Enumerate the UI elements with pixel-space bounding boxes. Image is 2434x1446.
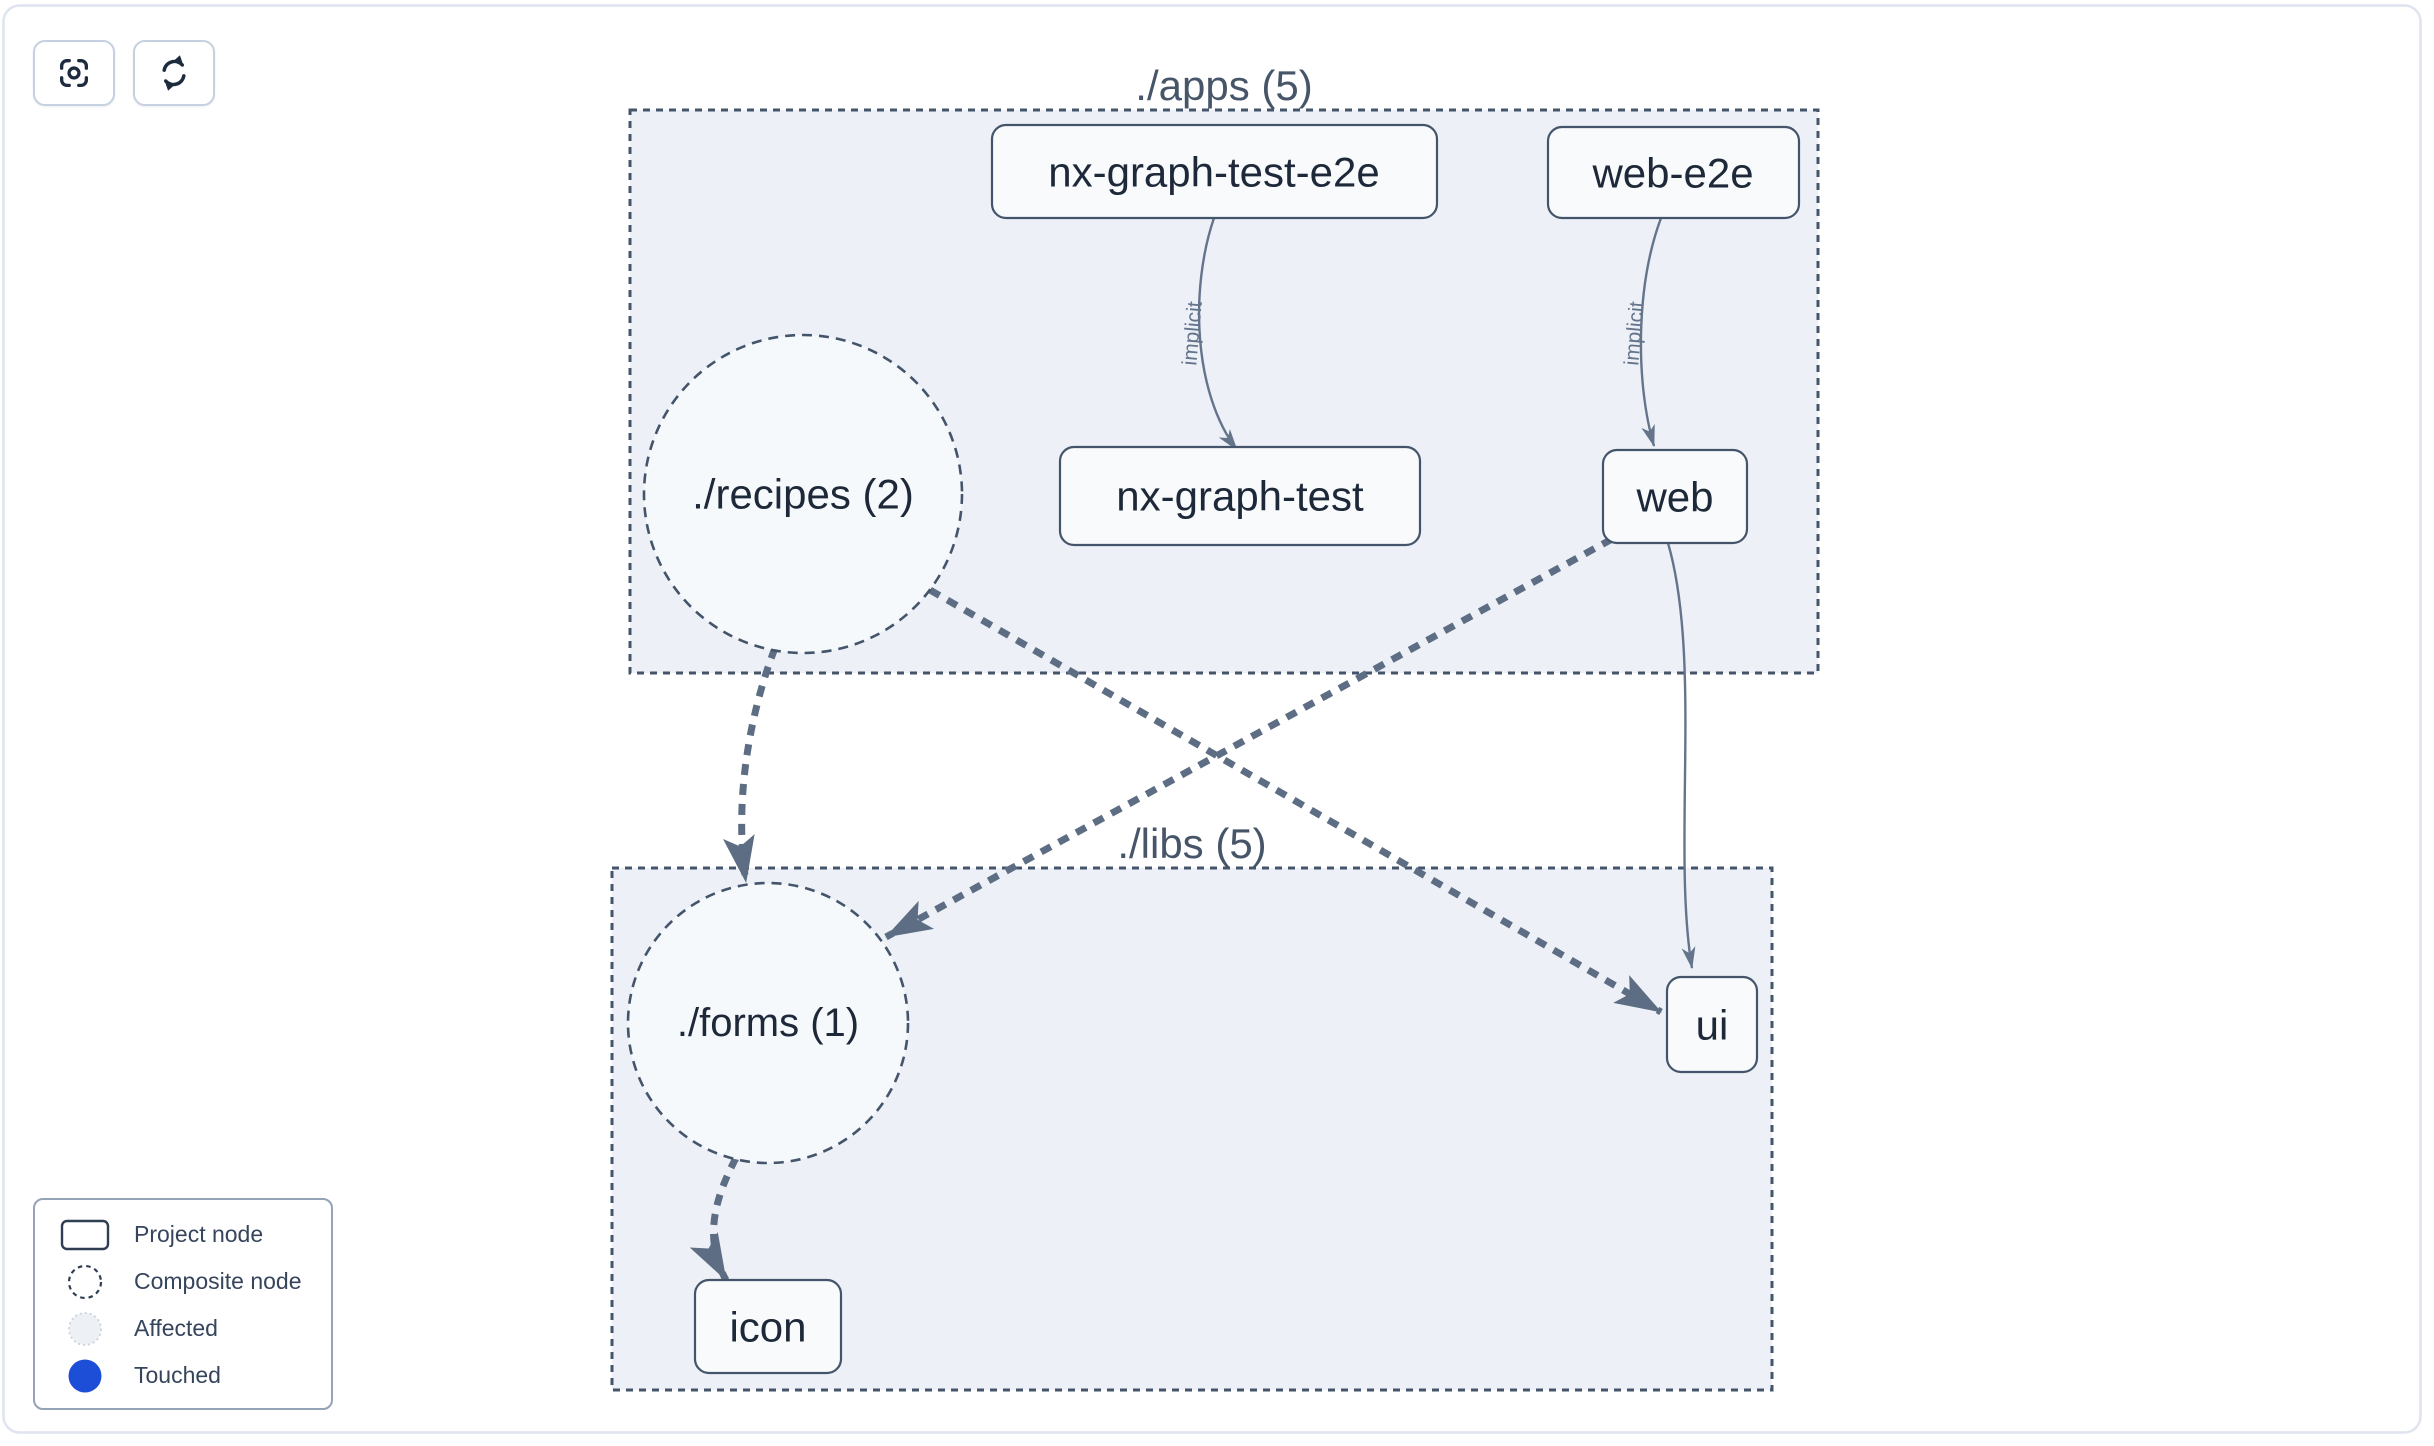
project-node-icon[interactable]: icon xyxy=(693,1278,843,1375)
composite-node-forms-circle[interactable] xyxy=(626,881,910,1165)
edge-label-implicit-2: implicit xyxy=(1620,300,1649,366)
project-node-web-e2e[interactable]: web-e2e xyxy=(1546,125,1801,220)
project-node-nx-graph-test-e2e[interactable]: nx-graph-test-e2e xyxy=(990,123,1439,220)
project-node-icon-label: icon xyxy=(729,1304,806,1351)
viewfinder-circle-icon xyxy=(59,58,89,88)
legend-item-affected: Affected xyxy=(35,1305,331,1352)
edge-recipes-to-ui[interactable] xyxy=(928,586,1663,1016)
composite-node-recipes[interactable]: ./recipes (2) xyxy=(642,333,964,655)
project-node-nx-graph-test[interactable]: nx-graph-test xyxy=(1058,445,1422,547)
composite-node-recipes-label: ./recipes (2) xyxy=(692,471,914,518)
graph-legend: Project node Composite node Affected xyxy=(33,1198,333,1410)
edge-web-to-ui[interactable] xyxy=(1666,542,1696,969)
project-node-icon xyxy=(35,1219,134,1251)
group-label-apps: ./apps (5) xyxy=(1135,62,1312,109)
legend-label: Touched xyxy=(134,1362,221,1388)
project-node-ui[interactable]: ui xyxy=(1665,975,1759,1074)
composite-node-recipes-circle[interactable] xyxy=(642,333,964,655)
legend-label: Affected xyxy=(134,1315,218,1341)
legend-item-composite-node: Composite node xyxy=(35,1258,331,1305)
composite-node-forms[interactable]: ./forms (1) xyxy=(626,881,910,1165)
canvas-frame xyxy=(2,4,2422,1434)
legend-label: Composite node xyxy=(134,1268,302,1294)
project-node-nx-graph-test-e2e-label: nx-graph-test-e2e xyxy=(1048,149,1380,196)
project-node-web-e2e-label: web-e2e xyxy=(1591,150,1753,197)
edge-web-e2e-to-web[interactable] xyxy=(1639,217,1663,447)
graph-toolbar xyxy=(33,40,215,106)
project-node-ui-label: ui xyxy=(1696,1002,1729,1049)
touched-icon xyxy=(35,1357,134,1395)
affected-icon xyxy=(35,1310,134,1348)
composite-node-icon xyxy=(35,1263,134,1301)
edge-forms-to-icon[interactable] xyxy=(689,1156,740,1282)
project-node-web[interactable]: web xyxy=(1601,448,1749,545)
legend-item-project-node: Project node xyxy=(35,1211,331,1258)
project-node-nx-graph-test-label: nx-graph-test xyxy=(1116,473,1364,520)
edge-web-to-forms[interactable] xyxy=(884,535,1614,941)
legend-item-touched: Touched xyxy=(35,1352,331,1399)
refresh-icon xyxy=(162,55,186,91)
zoom-to-fit-button[interactable] xyxy=(33,40,115,106)
project-node-web-label: web xyxy=(1635,474,1713,521)
edge-recipes-to-forms[interactable] xyxy=(723,646,779,883)
group-label-libs: ./libs (5) xyxy=(1117,820,1266,867)
edge-nx-graph-test-e2e-to-nx-graph-test[interactable] xyxy=(1197,217,1238,451)
legend-label: Project node xyxy=(134,1221,264,1247)
refresh-button[interactable] xyxy=(133,40,215,106)
composite-node-forms-label: ./forms (1) xyxy=(677,1001,859,1045)
